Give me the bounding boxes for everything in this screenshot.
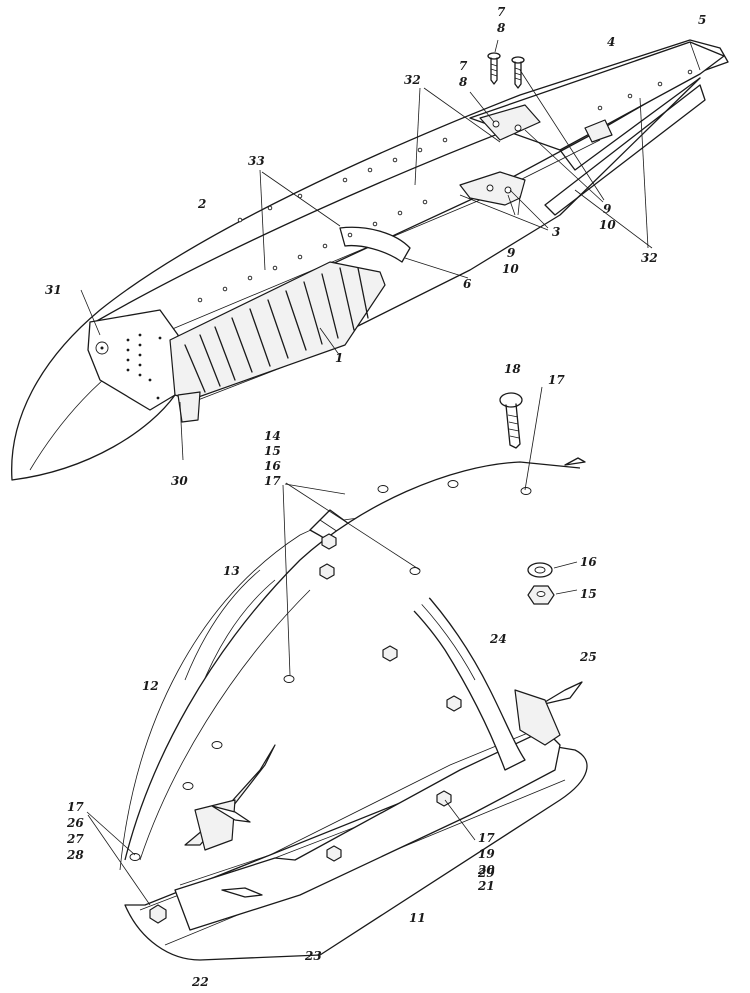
label-15-stack: 15: [264, 444, 281, 458]
label-9-right: 9: [603, 202, 612, 216]
label-11: 11: [409, 911, 426, 925]
nose-rib-rivets: [126, 333, 162, 400]
label-27: 27: [66, 832, 84, 846]
nose-rib-31: [87, 309, 179, 411]
screw-7b: [511, 56, 525, 89]
side-frame-23: [174, 729, 561, 931]
skin-panel-5: [689, 41, 701, 71]
label-1: 1: [335, 351, 343, 365]
label-9-lower: 9: [507, 246, 516, 260]
label-19: 19: [478, 847, 495, 861]
label-26: 26: [66, 816, 84, 830]
label-8-mid: 8: [459, 75, 468, 89]
top-plate-holes: [129, 480, 532, 861]
label-31: 31: [45, 283, 62, 297]
label-18: 18: [504, 362, 521, 376]
leader-lines: [80, 39, 653, 906]
screw-7a: [487, 52, 501, 85]
label-16-washer: 16: [580, 555, 597, 569]
label-20: 20: [477, 863, 495, 877]
transparent-cover-13: [119, 517, 381, 871]
label-22: 22: [191, 975, 209, 989]
locating-pins: [211, 457, 586, 898]
lower-frame-assembly: [119, 392, 588, 961]
label-2: 2: [197, 197, 206, 211]
label-17-lower-right: 17: [478, 831, 495, 845]
label-10-lower: 10: [502, 262, 519, 276]
label-5: 5: [698, 13, 706, 27]
rib-comb-1: [169, 261, 386, 401]
label-23: 23: [304, 949, 322, 963]
label-30: 30: [171, 474, 188, 488]
label-17-lower-left: 17: [67, 800, 84, 814]
label-7-mid: 7: [459, 59, 468, 73]
upper-rivet-row: [197, 69, 693, 303]
callout-labels: 1 2 3 4 5 6 7 8 7 8 9 10 9 10 11 12 13 1…: [45, 5, 706, 989]
label-12: 12: [142, 679, 159, 693]
nut-15: [527, 585, 555, 605]
label-21: 21: [477, 879, 495, 893]
label-15-nut: 15: [580, 587, 597, 601]
washer-16: [527, 562, 553, 578]
label-4: 4: [607, 35, 615, 49]
frame-nuts: [149, 533, 462, 924]
label-14: 14: [264, 429, 281, 443]
label-6: 6: [463, 277, 472, 291]
top-plate-12: [124, 461, 581, 861]
label-8-top: 8: [497, 21, 506, 35]
label-3: 3: [552, 225, 560, 239]
label-32-right: 32: [641, 251, 658, 265]
label-33: 33: [248, 154, 265, 168]
bolt-18: [499, 392, 523, 449]
label-10-right: 10: [599, 218, 616, 232]
label-24: 24: [489, 632, 507, 646]
label-28: 28: [66, 848, 84, 862]
upper-shell-assembly: [11, 39, 729, 481]
label-29: 29: [477, 866, 495, 880]
label-17-stack: 17: [264, 474, 281, 488]
label-7-top: 7: [497, 5, 506, 19]
label-13: 13: [223, 564, 240, 578]
label-25: 25: [579, 650, 597, 664]
label-17-top-right: 17: [548, 373, 565, 387]
stiffener-6: [339, 226, 411, 263]
label-32-left: 32: [404, 73, 421, 87]
label-16-stack: 16: [264, 459, 281, 473]
